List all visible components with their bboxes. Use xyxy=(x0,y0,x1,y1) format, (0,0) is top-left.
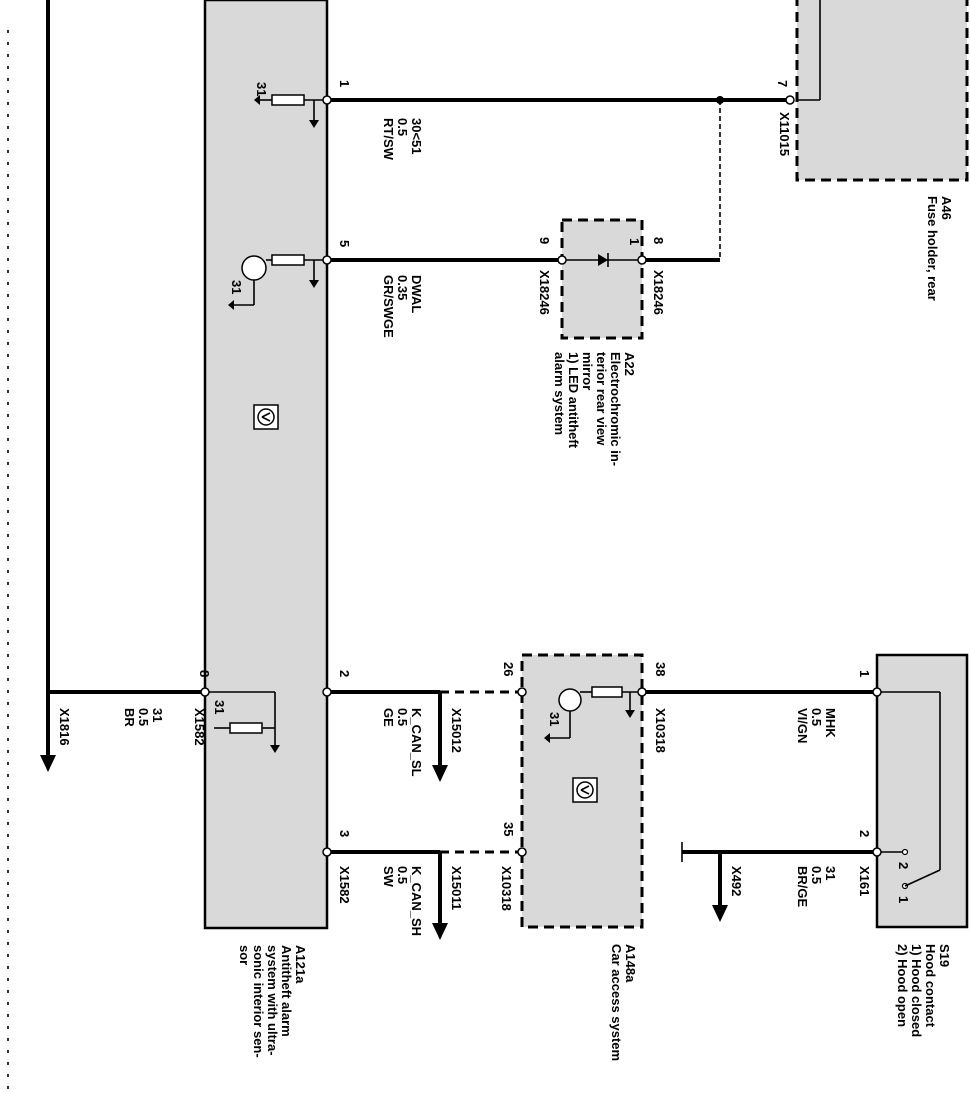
arrow-x15012-icon xyxy=(432,765,448,782)
connector-pins xyxy=(200,95,882,857)
a121a-desc-3: sonic interior sen- xyxy=(251,945,266,1058)
a22-desc-4: 1) LED antitheft xyxy=(566,352,581,449)
switch-pos-2: 2 xyxy=(896,862,911,869)
sensor-symbol-icon xyxy=(253,404,279,430)
a22-desc-2: terior rear view xyxy=(594,352,609,446)
led-icon xyxy=(562,253,642,267)
pin-label: 8 xyxy=(197,670,212,677)
a148a-desc: Car access system xyxy=(609,944,624,1061)
pin-label: 35 xyxy=(501,822,516,836)
module-s19 xyxy=(875,653,969,929)
pin-label: 1 xyxy=(337,80,352,87)
s19-id: S19 xyxy=(937,944,952,967)
a121a-desc-4: sor xyxy=(237,945,252,965)
destination-label: X1816 xyxy=(57,708,72,746)
wire-wgnd-line2: 0.5 xyxy=(809,866,824,884)
s19-desc-2: 1) Hood closed xyxy=(909,944,924,1037)
wire-w3-line2: 0.5 xyxy=(395,866,410,884)
arrow-x1816-icon xyxy=(40,755,56,772)
pin-label: 2 xyxy=(857,830,872,837)
pin-label: 1 xyxy=(857,670,872,677)
arrow-x492-icon xyxy=(712,905,728,922)
wire-w5-line3: GR/SWGE xyxy=(381,275,396,338)
a121a-desc-1: Antitheft alarm xyxy=(279,945,294,1037)
wire-w2-line2: 0.5 xyxy=(395,708,410,726)
wire-w2-line3: GE xyxy=(381,708,396,727)
wire-w5-line1: DWAL xyxy=(409,275,424,313)
pin-label: 38 xyxy=(653,662,668,676)
connector-label: X15012 xyxy=(449,708,464,753)
connector-label: X15011 xyxy=(449,866,464,910)
resistor-icon-pin8 xyxy=(205,691,280,753)
a46-id: A46 xyxy=(939,196,954,220)
connector-label: X492 xyxy=(729,866,744,896)
a121a-id: A121a xyxy=(293,945,308,984)
module-a121a xyxy=(203,0,329,930)
ground-label-1: 31 xyxy=(254,82,269,96)
module-a46 xyxy=(795,0,969,182)
wire-w8-line3: BR xyxy=(122,708,137,727)
wire-w1-line1: 30<51 xyxy=(409,118,424,155)
a22-led-ref: 1 xyxy=(627,238,642,245)
wire-w2-line1: K_CAN_SL xyxy=(409,708,424,777)
module-a22 xyxy=(560,218,644,340)
wire-w3-line3: SW xyxy=(381,866,396,888)
a22-desc-3: mirror xyxy=(580,352,595,390)
connector-label: X161 xyxy=(857,866,872,896)
transistor-icon-a148a xyxy=(544,686,642,743)
wire-wgnd-line3: BR/GE xyxy=(795,866,810,908)
wire-w38-line2: 0.5 xyxy=(809,708,824,726)
wire-w8-line1: 31 xyxy=(150,708,165,722)
can-symbol-icon xyxy=(572,777,598,803)
a148a-id: A148a xyxy=(623,944,638,983)
pin-label: 5 xyxy=(337,240,352,247)
a22-desc-1: Electrochromic in- xyxy=(608,352,623,466)
wire-w38-line3: VI/GN xyxy=(795,708,810,743)
pin-label: 7 xyxy=(775,80,790,87)
switch-pos-1: 1 xyxy=(896,896,911,903)
s19-desc-3: 2) Hood open xyxy=(895,944,910,1027)
pin-label: 9 xyxy=(537,237,552,244)
a22-desc-5: alarm system xyxy=(552,352,567,435)
arrow-x15011-icon xyxy=(432,923,448,940)
a121a-desc-2: system with ultra- xyxy=(265,945,280,1056)
s19-desc-1: Hood contact xyxy=(923,944,938,1028)
connector-label: X1582 xyxy=(337,866,352,904)
wire-w38-line1: MHK xyxy=(823,708,838,738)
pin-label: 3 xyxy=(337,830,352,837)
wire-wgnd-line1: 31 xyxy=(823,866,838,880)
ground-label-4: 31 xyxy=(547,712,562,726)
transistor-icon xyxy=(228,254,327,310)
a22-id: A22 xyxy=(622,352,637,376)
connector-label: X11015 xyxy=(777,112,792,156)
connector-label: X10318 xyxy=(653,708,668,753)
connector-label: X18246 xyxy=(651,270,666,315)
connector-label: X1582 xyxy=(192,708,207,746)
ground-label-2: 31 xyxy=(229,280,244,294)
wire-w5-line2: 0.35 xyxy=(395,275,410,300)
wire-w3-line1: K_CAN_SH xyxy=(409,866,424,936)
pin-label: 2 xyxy=(337,670,352,677)
connector-label: X18246 xyxy=(537,270,552,315)
wire-w1-line3: RT/SW xyxy=(381,118,396,161)
connector-label: X10318 xyxy=(499,866,514,911)
ground-label-3: 31 xyxy=(212,700,227,714)
wire-w1-line2: 0.5 xyxy=(395,118,410,136)
wire-w8-line2: 0.5 xyxy=(136,708,151,726)
a46-desc: Fuse holder, rear xyxy=(925,196,940,301)
pin-label: 8 xyxy=(651,237,666,244)
pin-label: 26 xyxy=(501,662,516,676)
